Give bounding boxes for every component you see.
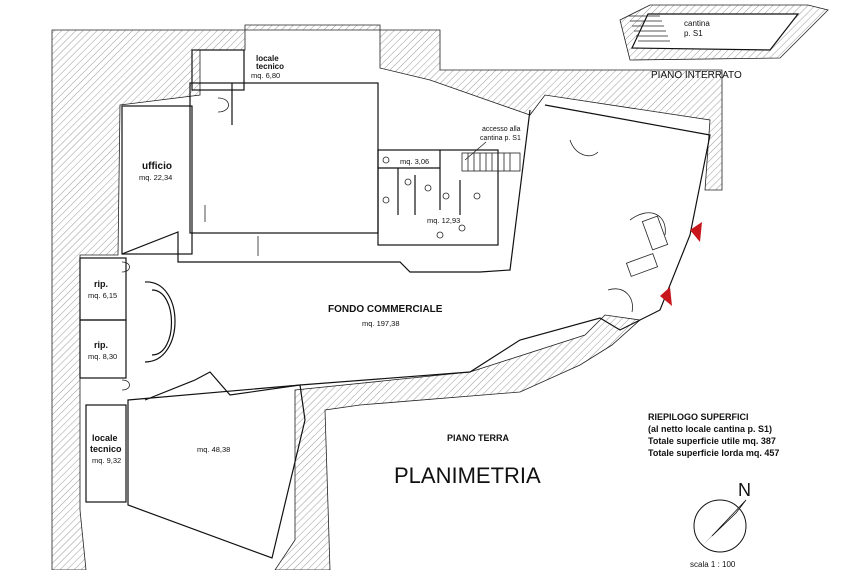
locale-tecnico-top-name2: tecnico <box>256 62 284 71</box>
accesso-leader <box>464 141 487 161</box>
summary-line-1: RIEPILOGO SUPERFICI <box>648 412 749 422</box>
hatched-ground-south <box>274 314 641 570</box>
summary-line-3: Totale superficie utile mq. 387 <box>648 436 776 446</box>
summary-line-4: Totale superficie lorda mq. 457 <box>648 448 779 458</box>
cantina-plan <box>619 4 829 61</box>
locale-tecnico-bottom-name2: tecnico <box>90 444 122 454</box>
walls <box>79 49 711 559</box>
plan-title: PLANIMETRIA <box>394 463 541 488</box>
hatched-ground <box>51 24 723 570</box>
accesso-label-1: accesso alla <box>482 126 521 133</box>
locale-tecnico-top-name1: locale <box>256 54 279 63</box>
rip1-name: rip. <box>94 279 108 289</box>
compass-rose <box>693 499 747 553</box>
room-bottom-area: mq. 48,38 <box>197 445 230 454</box>
rip2-name: rip. <box>94 340 108 350</box>
locale-tecnico-bottom-area: mq. 9,32 <box>92 456 121 465</box>
piano-terra-label: PIANO TERRA <box>447 433 510 443</box>
cantina-label-2: p. S1 <box>684 29 703 38</box>
summary-line-2: (al netto locale cantina p. S1) <box>648 424 772 434</box>
wc-big-area: mq. 12,93 <box>427 216 460 225</box>
ufficio-area: mq. 22,34 <box>139 173 172 182</box>
wc-small-area: mq. 3,06 <box>400 157 429 166</box>
fondo-name: FONDO COMMERCIALE <box>328 304 443 315</box>
scale-label: scala 1 : 100 <box>690 560 736 569</box>
piano-interrato-label: PIANO INTERRATO <box>651 70 742 81</box>
fondo-area: mq. 197,38 <box>362 319 400 328</box>
locale-tecnico-bottom-name1: locale <box>92 433 118 443</box>
red-marker-1 <box>690 222 702 242</box>
rip1-area: mq. 6,15 <box>88 291 117 300</box>
compass-letter: N <box>738 480 751 500</box>
locale-tecnico-top-area: mq. 6,80 <box>251 71 280 80</box>
rip2-area: mq. 8,30 <box>88 352 117 361</box>
accesso-label-2: cantina p. S1 <box>480 135 521 142</box>
ufficio-name: ufficio <box>142 161 172 172</box>
red-marker-2 <box>660 287 672 306</box>
cantina-label-1: cantina <box>684 19 710 28</box>
